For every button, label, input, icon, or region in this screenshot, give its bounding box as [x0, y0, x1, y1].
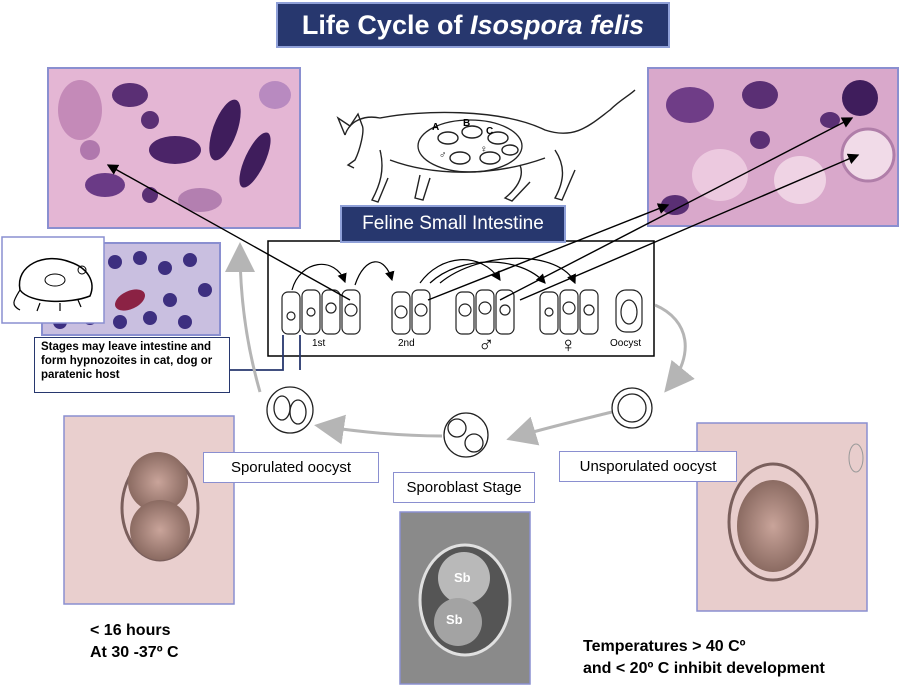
page-title: Life Cycle of Isospora felis [276, 2, 670, 48]
cat-letter-b: B [463, 118, 471, 129]
cat-letter-a: A [432, 122, 440, 133]
title-prefix: Life Cycle of [301, 9, 463, 40]
stage-label-female: ♀ [560, 332, 577, 357]
temperature-note-line1: Temperatures > 40 Cº [583, 638, 746, 655]
temperature-note-line2: and < 20º C inhibit development [583, 659, 825, 677]
epithelial-cells [281, 289, 643, 335]
debris-particle [848, 443, 864, 473]
pointer-arrows [106, 117, 860, 301]
rodent-sketch [1, 236, 105, 324]
stage-label-2nd: 2nd [398, 338, 415, 349]
time-note: < 16 hours At 30 -37º C [90, 620, 179, 663]
cycle-arrows [225, 242, 695, 446]
intestine-stage-box [267, 240, 655, 357]
cat-drawing [336, 89, 636, 203]
stage-label-oocyst: Oocyst [610, 338, 642, 349]
cat-symbol-male: ♂ [439, 150, 447, 161]
micrograph-sporulated-oocyst [63, 415, 235, 605]
sporoblast-mark-bottom: Sb [446, 612, 463, 627]
intestine-stage-arrows [291, 257, 576, 291]
stage-label-male: ♂ [478, 332, 495, 357]
label-unsporulated-oocyst: Unsporulated oocyst [559, 451, 737, 482]
cat-letter-c: C [486, 126, 494, 137]
micrograph-unsporulated-oocyst [696, 422, 868, 612]
hypnozoite-arrow [208, 335, 301, 378]
sporoblast-mark-top: Sb [454, 570, 471, 585]
hypnozoite-note: Stages may leave intestine and form hypn… [34, 337, 230, 393]
time-note-line2: At 30 -37º C [90, 643, 179, 661]
cycle-oocyst-drawings [266, 386, 653, 458]
label-sporulated-oocyst: Sporulated oocyst [203, 452, 379, 483]
title-species: Isospora felis [469, 9, 645, 40]
cat-symbol-female: ♀ [480, 144, 488, 155]
micrograph-sporoblast [399, 511, 531, 685]
time-note-line1: < 16 hours [90, 622, 171, 639]
region-label: Feline Small Intestine [340, 205, 566, 243]
histology-image-top-left [47, 67, 301, 229]
histology-image-top-right [647, 67, 899, 227]
label-sporoblast-stage: Sporoblast Stage [393, 472, 535, 503]
temperature-note: Temperatures > 40 Cº and < 20º C inhibit… [583, 636, 825, 679]
stage-label-1st: 1st [312, 338, 326, 349]
